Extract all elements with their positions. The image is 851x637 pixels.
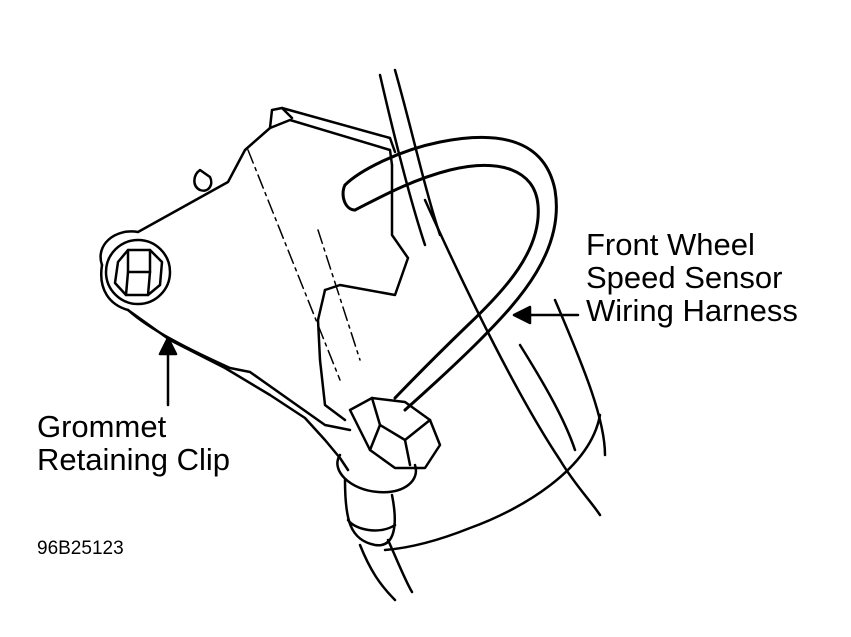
- lower-cable: [358, 538, 414, 602]
- strut-outline: [378, 68, 442, 247]
- callout-line: Speed Sensor: [586, 260, 783, 295]
- grommet: [336, 396, 442, 547]
- retaining-clip-bracket: [99, 106, 410, 472]
- callout-line: Wiring Harness: [586, 293, 798, 328]
- figure-id: 96B25123: [37, 538, 124, 559]
- callout-line: Retaining Clip: [37, 442, 230, 477]
- retaining-clip-callout: Grommet Retaining Clip: [37, 410, 230, 476]
- wiring-harness-callout: Front Wheel Speed Sensor Wiring Harness: [586, 228, 798, 327]
- callout-line: Front Wheel: [586, 227, 755, 262]
- mounting-bolt: [104, 238, 172, 306]
- center-lines: [247, 149, 361, 381]
- wiring-harness: [341, 135, 558, 412]
- knuckle-outline: [383, 198, 607, 552]
- harness-leader-arrow: [512, 305, 580, 325]
- clip-leader-arrow: [158, 336, 178, 407]
- callout-line: Grommet: [37, 409, 167, 444]
